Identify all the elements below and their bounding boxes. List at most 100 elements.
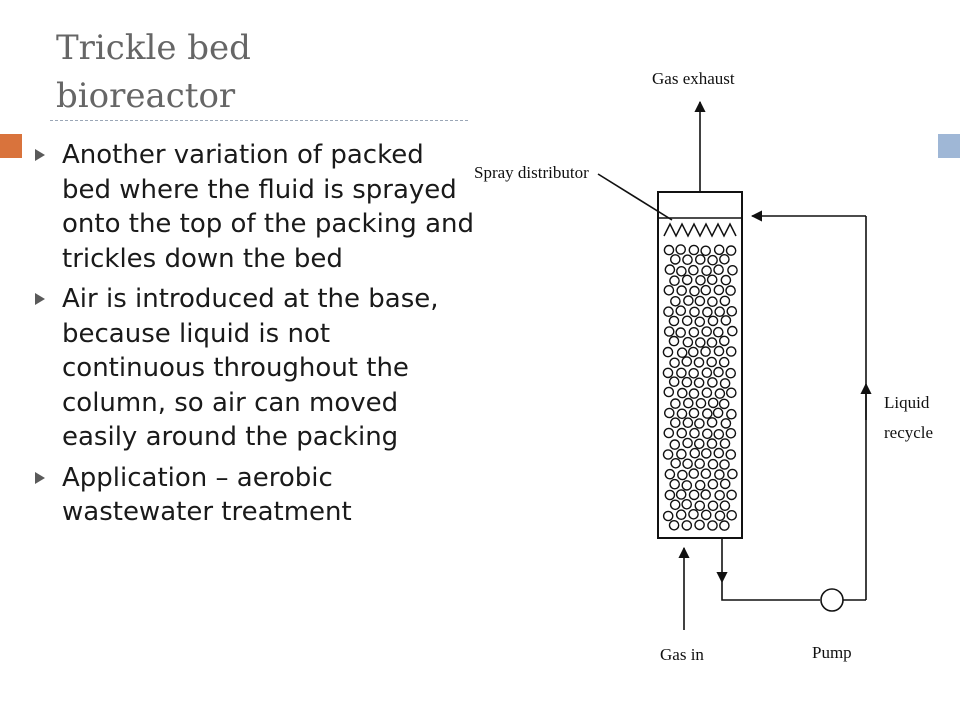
packing-bead <box>675 489 687 500</box>
pump-icon <box>820 588 844 612</box>
packing-bead <box>681 520 693 531</box>
packing-bead <box>719 500 731 512</box>
packing-bead <box>663 284 675 296</box>
packing-bead <box>707 478 719 490</box>
packing-bead <box>668 315 680 327</box>
packing-bead <box>668 520 680 531</box>
triangle-bullet-icon <box>35 293 45 305</box>
label-gas-exhaust: Gas exhaust <box>652 69 735 88</box>
packing-bead <box>713 284 725 296</box>
packing-bead <box>695 337 706 348</box>
packing-bead <box>695 397 707 409</box>
packing-bead <box>683 397 694 409</box>
packing-bead <box>707 458 719 470</box>
packing-bead <box>719 459 730 470</box>
label-pump: Pump <box>812 643 852 662</box>
packing-bead <box>719 295 731 307</box>
packing-bead <box>694 295 706 307</box>
packing-bead <box>676 367 687 379</box>
packing-bead <box>688 346 699 358</box>
packing-bead <box>688 244 700 256</box>
packing-bead <box>664 468 676 480</box>
packing-bead <box>707 315 719 327</box>
packing-bead <box>682 417 694 429</box>
packing-bead <box>688 489 700 501</box>
packing-bead <box>702 306 713 318</box>
packing-bead <box>681 356 693 367</box>
packing-bead <box>707 254 718 266</box>
packing-bead <box>707 377 718 388</box>
packing-bead <box>681 274 693 286</box>
packing-bead <box>694 316 706 328</box>
packing-bead <box>713 244 725 256</box>
packing-bead <box>706 438 718 449</box>
slide-title: Trickle bed bioreactor <box>56 24 456 120</box>
packing-bead <box>726 489 737 501</box>
packing-bead <box>668 376 680 388</box>
packing-bead <box>663 306 674 318</box>
packing-bead <box>662 367 674 379</box>
bullet-item: Air is introduced at the base, because l… <box>34 282 474 455</box>
packing-bead <box>725 245 737 256</box>
packing-bead <box>719 438 731 449</box>
packing-bead <box>714 510 726 522</box>
spray-distributor-pointer <box>597 173 673 221</box>
packing-bead <box>664 407 675 419</box>
packing-bead <box>677 469 688 481</box>
packing-bead <box>700 245 712 257</box>
packing-bead <box>700 346 711 357</box>
recycle-bottom-line <box>721 582 820 601</box>
packing-bead <box>669 275 680 287</box>
packing-bead <box>701 387 713 399</box>
packing-bead <box>662 510 674 522</box>
spray-nozzles <box>663 222 737 238</box>
packing-bead <box>702 408 713 419</box>
packing-bead <box>663 427 675 439</box>
packing-bead <box>701 448 712 459</box>
slide-title-line-1: Trickle bed <box>56 28 251 68</box>
packing-bead <box>706 337 718 348</box>
packing-bead <box>700 489 712 500</box>
packing-bead <box>669 357 680 369</box>
packing-bead <box>683 295 694 306</box>
bullet-list: Another variation of packed bed where th… <box>34 138 474 536</box>
packing-bead <box>727 468 738 480</box>
bullet-item: Application – aerobic wastewater treatme… <box>34 461 474 530</box>
packing-bead <box>719 478 731 490</box>
packing-bead <box>714 489 726 501</box>
packing-bead <box>681 498 693 510</box>
bullet-text: Another variation of packed bed where th… <box>62 140 474 274</box>
packing-bead <box>706 417 718 428</box>
packing-bead <box>694 479 706 491</box>
packing-beads <box>662 244 738 531</box>
packing-bead <box>700 509 712 521</box>
packing-bead <box>718 356 730 368</box>
packing-bead <box>676 347 688 359</box>
label-gas-in: Gas in <box>660 645 704 664</box>
packing-bead <box>688 367 700 379</box>
packing-bead <box>663 386 675 398</box>
packing-bead <box>695 274 706 286</box>
packing-bead <box>681 480 693 491</box>
packing-bead <box>688 264 699 276</box>
packing-bead <box>688 508 699 520</box>
packing-bead <box>719 520 730 531</box>
packing-bead <box>694 519 705 531</box>
packing-bead <box>725 449 737 460</box>
packing-bead <box>719 335 730 347</box>
packing-bead <box>682 254 693 266</box>
label-liquid: Liquid <box>884 393 930 412</box>
packing-bead <box>694 458 706 470</box>
packing-bead <box>669 499 681 511</box>
packing-bead <box>694 418 705 429</box>
packing-bead <box>669 439 681 450</box>
packing-bead <box>714 306 726 318</box>
packing-bead <box>707 500 719 512</box>
packing-bead <box>713 447 725 459</box>
packing-bead <box>720 315 732 326</box>
packing-bead <box>688 468 700 479</box>
packing-bead <box>726 387 737 399</box>
triangle-bullet-icon <box>35 471 45 484</box>
bullet-text: Application – aerobic wastewater treatme… <box>62 462 352 528</box>
